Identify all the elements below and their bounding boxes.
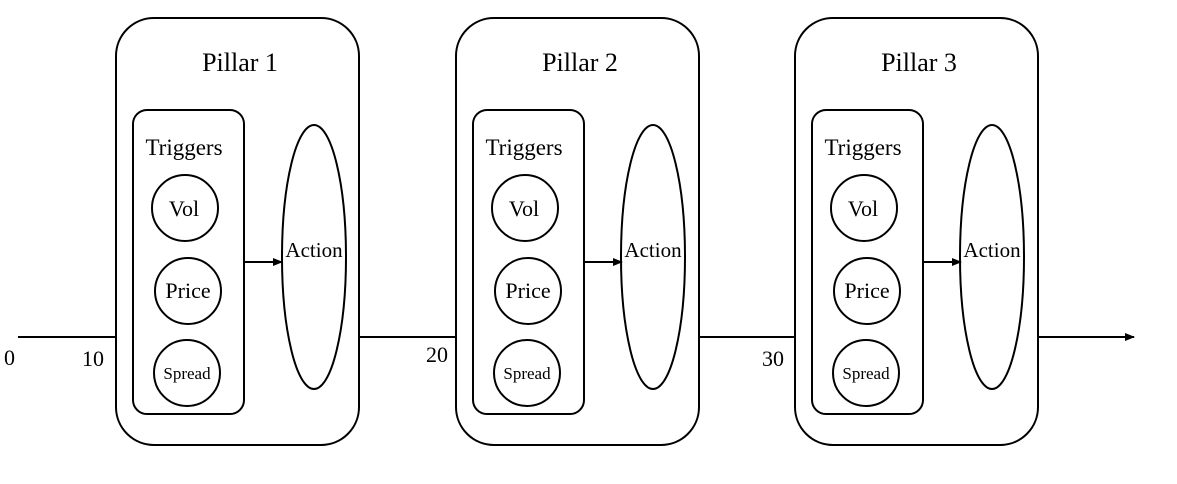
- trigger-price-circle: [154, 257, 222, 325]
- action-ellipse: [620, 124, 686, 390]
- trigger-vol-label: Vol: [848, 196, 878, 221]
- trigger-spread-label: Spread: [163, 364, 211, 383]
- trigger-vol-circle: [491, 174, 559, 242]
- triggers-label: Triggers: [824, 135, 901, 160]
- action-label: Action: [624, 238, 682, 262]
- trigger-spread-label: Spread: [842, 364, 890, 383]
- trigger-price-circle: [494, 257, 562, 325]
- trigger-vol-label: Vol: [509, 196, 539, 221]
- trigger-spread-circle: [153, 339, 221, 407]
- timeline-tick-label: 20: [426, 342, 448, 367]
- triggers-label: Triggers: [145, 135, 222, 160]
- trigger-price-label: Price: [505, 278, 550, 303]
- pillar-2: Pillar 2 Triggers Vol Price Spread Actio…: [455, 17, 700, 446]
- pillar-box: [455, 17, 700, 446]
- action-label: Action: [285, 238, 343, 262]
- pillar-title: Pillar 2: [542, 48, 618, 77]
- timeline-tick-label: 10: [82, 346, 104, 371]
- triggers-label: Triggers: [485, 135, 562, 160]
- trigger-price-circle: [833, 257, 901, 325]
- action-ellipse: [959, 124, 1025, 390]
- timeline-tick-label: 0: [4, 345, 15, 370]
- pillar-box: [794, 17, 1039, 446]
- timeline-tick-label: 30: [762, 346, 784, 371]
- trigger-price-label: Price: [844, 278, 889, 303]
- pillar-box: [115, 17, 360, 446]
- pillar-1: Pillar 1 Triggers Vol Price Spread Actio…: [115, 17, 360, 446]
- pillar-title: Pillar 3: [881, 48, 957, 77]
- trigger-spread-label: Spread: [503, 364, 551, 383]
- trigger-price-label: Price: [165, 278, 210, 303]
- trigger-spread-circle: [493, 339, 561, 407]
- action-label: Action: [963, 238, 1021, 262]
- trigger-vol-label: Vol: [169, 196, 199, 221]
- pillar-title: Pillar 1: [202, 48, 278, 77]
- action-ellipse: [281, 124, 347, 390]
- pillar-3: Pillar 3 Triggers Vol Price Spread Actio…: [794, 17, 1039, 446]
- trigger-spread-circle: [832, 339, 900, 407]
- trigger-vol-circle: [830, 174, 898, 242]
- trigger-vol-circle: [151, 174, 219, 242]
